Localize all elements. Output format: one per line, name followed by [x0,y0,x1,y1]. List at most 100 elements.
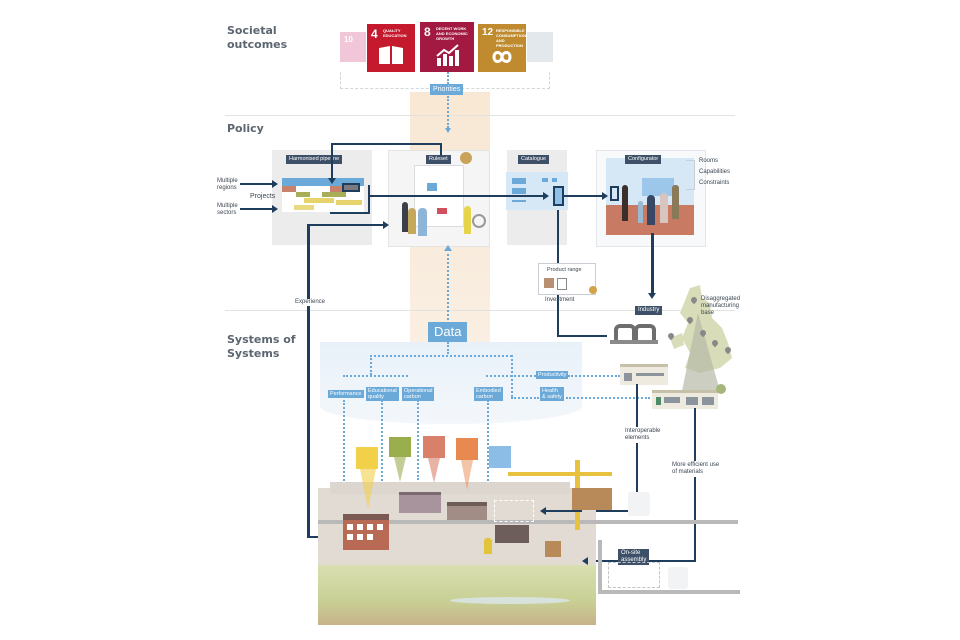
callout-education [389,437,411,457]
configurator-to-industry-line [651,233,654,293]
truck-bottom [668,567,688,589]
pipeline-out-line-v [368,185,370,213]
label-projects: Projects [250,193,276,200]
town-skyline [330,482,570,494]
industry-label: Industry [635,306,663,315]
product-range-card: Product range [538,263,597,295]
product-range-label: Product range [547,267,582,273]
ruleset-to-pipeline-line-v2 [331,143,333,179]
priorities-arrow [445,128,451,133]
configurator-device [610,186,619,201]
callout-caregiver [456,438,478,460]
health-to-factory-line [511,397,539,399]
worker-icons [484,538,492,554]
data-category-performance: Performance [328,390,364,398]
configurator-label: Configurator [625,155,662,164]
callout-education-beam [394,457,406,482]
pipeline-out-line-h-bottom [330,212,370,214]
interoperable-line-h [582,510,638,512]
pipeline-grid [282,178,364,212]
main-flow-line [368,195,546,197]
configurator-item-capabilities: Capabilities [699,169,731,175]
data-category-embodied-carbon: Embodied carbon [474,387,503,401]
onsite-assembly-label: On-site assembly [618,549,650,565]
ruleset-to-pipeline-line-h [332,143,440,145]
industry-robots [610,322,658,346]
section-title-systems: Systems of Systems [227,333,296,360]
onsite-assembly-arrow [582,557,588,565]
data-to-ruleset-arrow [444,245,452,251]
configurator-people [620,185,690,227]
priorities-label: Priorities [430,84,464,95]
field-pond [450,597,570,604]
data-category-health-safety: Health & safety [540,387,564,401]
health-to-factory-line-2 [566,397,650,399]
ruleset-to-pipeline-line-v1 [440,143,442,155]
operational-down-line [417,400,419,480]
sdg-tile-12: 12 RESPONSIBLE CONSUMPTION AND PRODUCTIO… [478,24,526,72]
callout-elderly [489,446,511,468]
interoperable-arrow [540,507,546,515]
factory-1 [620,364,668,385]
performance-down-line [343,400,345,520]
embodied-down-line [487,400,489,500]
experience-line-v [307,224,310,538]
data-branch-left-v [370,355,372,375]
label-multiple-regions: Multiple regions [217,178,238,191]
label-disaggregated: Disaggregated manufacturing base [701,296,741,316]
data-category-operational-carbon: Operational carbon [402,387,435,401]
catalogue-label: Catalogue [518,155,550,164]
priorities-line-down [447,96,449,128]
data-branch-left-h [343,375,408,377]
efficient-use-line [694,408,696,560]
ruleset-red-element [437,208,447,214]
building-under-construction [495,525,529,543]
catalogue-to-configurator-line [562,195,602,197]
productivity-to-factory-line [568,375,620,377]
sdg-tile-faded [527,32,553,62]
crane-jib [508,472,612,476]
label-multiple-sectors: Multiple sectors [217,203,238,216]
road-horizontal [318,520,738,524]
ruleset-award-icon [460,152,472,164]
ruleset-label: Ruleset [426,155,451,164]
label-investment: Investment [545,297,575,303]
crate-stack [545,541,561,557]
truck-bottom-trailer [608,562,660,588]
callout-family [356,447,378,469]
label-efficient-use: More efficient use of materials [672,461,720,477]
construction-frame [494,500,534,522]
road-horizontal-2 [600,590,740,594]
tree-icon [716,384,726,394]
factory-2 [652,390,718,409]
infinity-icon [492,51,512,63]
regions-arrow-line [240,183,272,185]
book-icon [379,46,403,64]
configurator-item-constraints: Constraints [699,180,730,186]
callout-group-beam [428,458,440,483]
ruleset-blue-block [427,183,437,191]
section-title-policy: Policy [227,122,264,135]
label-interoperable: Interoperable elements [625,427,661,443]
sectors-arrow-head [272,205,278,213]
catalogue-to-configurator-arrow [602,192,608,200]
interoperable-line [636,384,638,512]
uk-map [670,285,732,391]
callout-caregiver-beam [461,460,473,490]
sectors-arrow-line [240,208,272,210]
configurator-house-icon [642,178,674,196]
educational-down-line [381,400,383,520]
label-experience: Experience [294,299,327,306]
building-school-brick [343,514,389,550]
configurator-item-rooms: Rooms [699,158,719,164]
data-category-educational-quality: Educational quality [366,387,399,401]
product-range-award-icon [589,286,597,294]
divider-1 [225,115,735,116]
callout-group [423,436,445,458]
configurator-bracket [686,160,695,190]
data-category-productivity: Productivity [536,371,569,379]
data-label: Data [428,322,468,342]
experience-arrow [383,221,389,229]
truck-top [628,492,650,516]
priorities-line-top [447,72,449,84]
